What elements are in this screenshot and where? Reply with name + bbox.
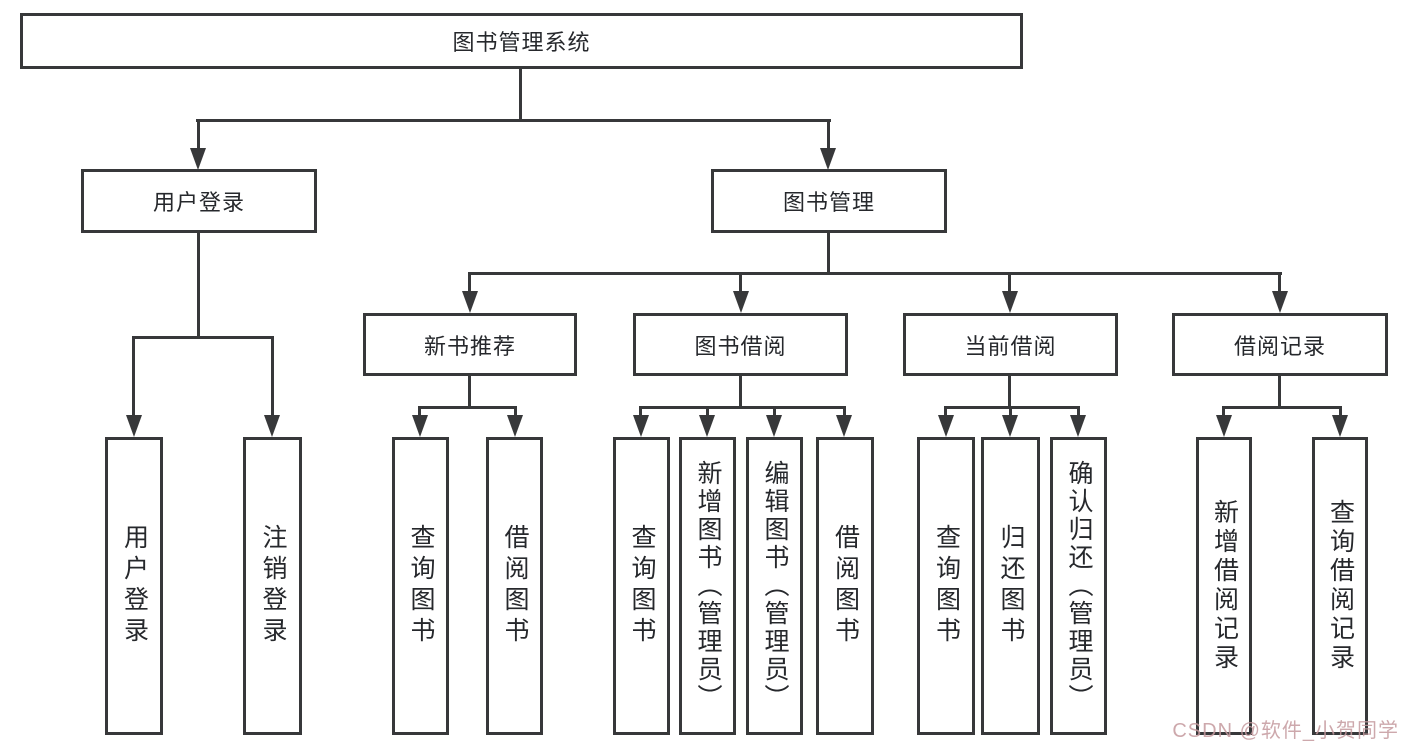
leaf-borrow-query-label: 查询图书 <box>628 524 656 648</box>
node-records: 借阅记录 <box>1172 313 1388 376</box>
leaf-borrow-query: 查询图书 <box>613 437 670 735</box>
leaf-newbook-query: 查询图书 <box>392 437 449 735</box>
connector-to-newbook-leaf-0 <box>418 406 421 415</box>
arrowhead-borrow-leaf-2 <box>766 415 782 437</box>
leaf-user-login-label: 用户登录 <box>120 524 149 648</box>
connector-user-login-stem <box>197 233 200 336</box>
connector-new-book-rail <box>418 406 517 409</box>
arrowhead-records-leaf-0 <box>1216 415 1232 437</box>
leaf-newbook-query-label: 查询图书 <box>407 524 435 648</box>
arrowhead-new-book <box>462 291 478 313</box>
connector-to-borrow-leaf-3 <box>843 406 846 415</box>
leaf-logout: 注销登录 <box>243 437 302 735</box>
leaf-logout-label: 注销登录 <box>259 524 287 648</box>
node-book-management-label: 图书管理 <box>782 190 875 215</box>
node-root-label: 图书管理系统 <box>452 30 591 55</box>
leaf-records-query-label: 查询借阅记录 <box>1326 499 1355 673</box>
node-new-book-label: 新书推荐 <box>423 333 516 359</box>
connector-to-new-book <box>468 272 471 291</box>
connector-to-records-leaf-1 <box>1339 406 1342 415</box>
connector-to-book-management <box>827 119 830 148</box>
csdn-watermark: CSDN @软件_小贺同学 <box>1172 720 1399 742</box>
arrowhead-newbook-leaf-1 <box>507 415 523 437</box>
arrowhead-leaf-login <box>126 415 142 437</box>
node-borrow: 图书借阅 <box>633 313 848 376</box>
node-current: 当前借阅 <box>903 313 1118 376</box>
connector-current-rail <box>944 406 1080 409</box>
connector-to-borrow-leaf-2 <box>773 406 776 415</box>
arrowhead-current-leaf-2 <box>1070 415 1086 437</box>
leaf-records-query: 查询借阅记录 <box>1312 437 1368 735</box>
leaf-current-confirm-label: 确认归还（管理员） <box>1065 460 1093 712</box>
arrowhead-current-leaf-0 <box>938 415 954 437</box>
node-root: 图书管理系统 <box>20 13 1023 69</box>
connector-user-login-rail <box>132 336 274 339</box>
arrowhead-records <box>1272 291 1288 313</box>
leaf-records-add: 新增借阅记录 <box>1196 437 1252 735</box>
connector-to-newbook-leaf-1 <box>514 406 517 415</box>
connector-to-leaf-logout <box>271 336 274 415</box>
leaf-borrow-borrow-label: 借阅图书 <box>831 524 860 648</box>
arrowhead-newbook-leaf-0 <box>412 415 428 437</box>
node-current-label: 当前借阅 <box>964 333 1057 359</box>
node-new-book: 新书推荐 <box>363 313 577 376</box>
connector-records-rail <box>1222 406 1342 409</box>
arrowhead-user-login <box>190 148 206 170</box>
connector-level2-rail <box>196 119 831 122</box>
connector-to-current-leaf-1 <box>1009 406 1012 415</box>
connector-borrow-rail <box>639 406 846 409</box>
leaf-current-return: 归还图书 <box>981 437 1040 735</box>
connector-current-stem <box>1008 376 1011 406</box>
connector-records-stem <box>1278 376 1281 406</box>
leaf-borrow-add-label: 新增图书（管理员） <box>694 460 722 712</box>
leaf-current-return-label: 归还图书 <box>997 524 1025 648</box>
leaf-newbook-borrow: 借阅图书 <box>486 437 543 735</box>
node-book-management: 图书管理 <box>711 169 947 233</box>
leaf-newbook-borrow-label: 借阅图书 <box>501 524 529 648</box>
arrowhead-current <box>1002 291 1018 313</box>
leaf-borrow-edit-label: 编辑图书（管理员） <box>761 460 789 712</box>
leaf-current-confirm: 确认归还（管理员） <box>1050 437 1107 735</box>
leaf-records-add-label: 新增借阅记录 <box>1210 499 1239 673</box>
arrowhead-borrow-leaf-1 <box>699 415 715 437</box>
connector-new-book-stem <box>468 376 471 406</box>
connector-root-stem <box>519 69 522 119</box>
arrowhead-book-management <box>820 148 836 170</box>
node-user-login: 用户登录 <box>81 169 317 233</box>
leaf-borrow-add: 新增图书（管理员） <box>679 437 736 735</box>
connector-to-borrow-leaf-1 <box>706 406 709 415</box>
arrowhead-records-leaf-1 <box>1332 415 1348 437</box>
connector-to-borrow-leaf-0 <box>639 406 642 415</box>
connector-to-borrow <box>739 272 742 291</box>
connector-to-records <box>1278 272 1281 291</box>
node-borrow-label: 图书借阅 <box>694 333 787 359</box>
node-user-login-label: 用户登录 <box>152 190 245 215</box>
arrowhead-borrow-leaf-0 <box>633 415 649 437</box>
leaf-current-query: 查询图书 <box>917 437 975 735</box>
node-records-label: 借阅记录 <box>1233 333 1326 359</box>
arrowhead-borrow-leaf-3 <box>836 415 852 437</box>
connector-to-current-leaf-0 <box>944 406 947 415</box>
connector-to-leaf-login <box>132 336 135 415</box>
leaf-borrow-borrow: 借阅图书 <box>816 437 874 735</box>
connector-to-user-login <box>197 119 200 148</box>
connector-borrow-stem <box>739 376 742 406</box>
arrowhead-leaf-logout <box>264 415 280 437</box>
arrowhead-current-leaf-1 <box>1002 415 1018 437</box>
leaf-current-query-label: 查询图书 <box>932 524 961 648</box>
connector-to-current <box>1008 272 1011 291</box>
connector-to-records-leaf-0 <box>1222 406 1225 415</box>
arrowhead-borrow <box>733 291 749 313</box>
connector-level3-rail <box>468 272 1282 275</box>
connector-to-current-leaf-2 <box>1077 406 1080 415</box>
leaf-user-login: 用户登录 <box>105 437 163 735</box>
connector-book-management-stem <box>827 233 830 272</box>
leaf-borrow-edit: 编辑图书（管理员） <box>746 437 803 735</box>
